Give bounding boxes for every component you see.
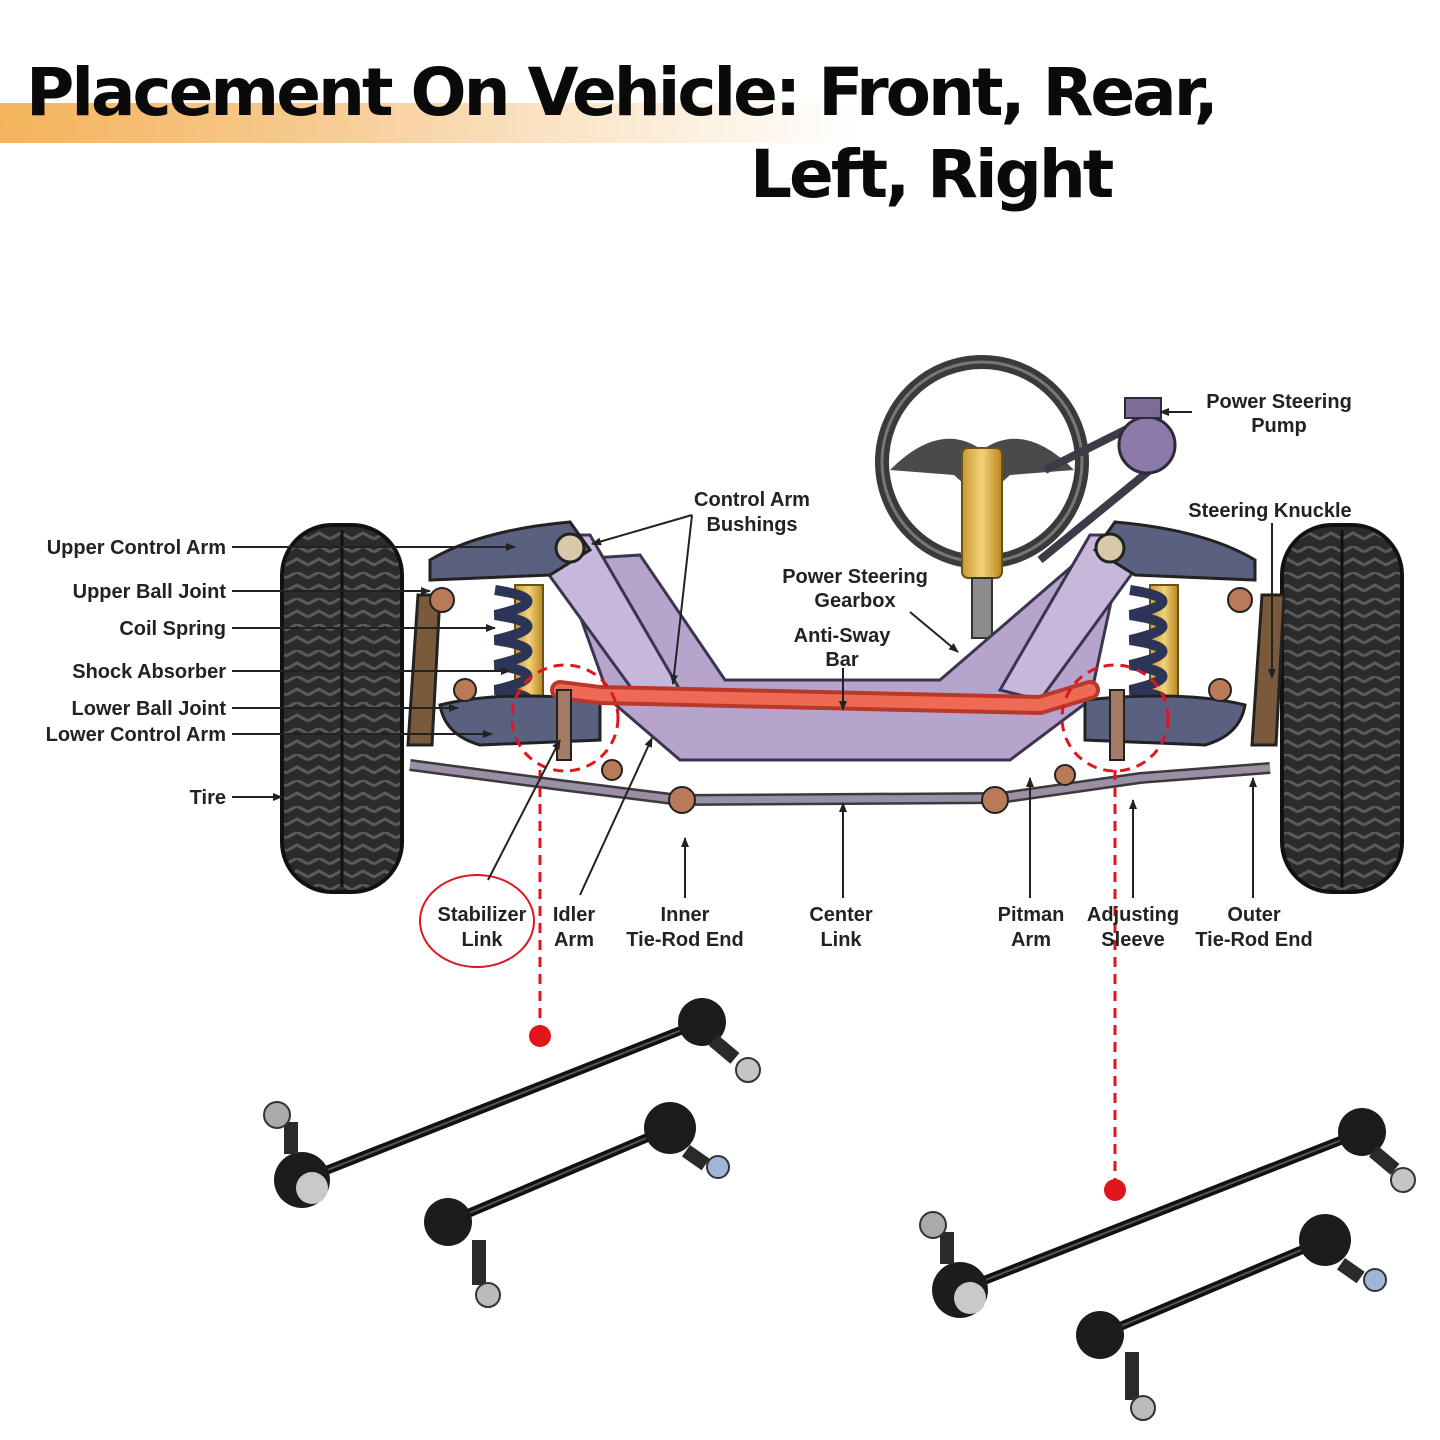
label-inner-tie-rod-end-2: Tie-Rod End (626, 929, 743, 951)
label-lower-control-arm: Lower Control Arm (46, 724, 226, 746)
label-idler-arm-1: Idler (553, 904, 595, 926)
right-marker-dot-icon (1104, 1179, 1126, 1201)
label-tire: Tire (190, 787, 226, 809)
label-steering-knuckle: Steering Knuckle (1188, 500, 1351, 522)
left-stabilizer-link-part (556, 689, 572, 761)
label-lower-ball-joint: Lower Ball Joint (72, 698, 227, 720)
left-highlight (510, 663, 620, 1047)
label-pitman-arm-1: Pitman (998, 904, 1065, 926)
label-shock-absorber: Shock Absorber (72, 661, 226, 683)
power-steering-pump-icon (1037, 397, 1177, 564)
label-idler-arm-2: Arm (554, 929, 594, 951)
stabilizer-link-icon-1 (263, 998, 761, 1208)
label-adjusting-sleeve-2: Sleeve (1101, 929, 1164, 951)
part-labels: Upper Control Arm Upper Ball Joint Coil … (46, 391, 1352, 951)
inner-tie-rod-joint (668, 786, 696, 814)
label-outer-tie-rod-end-1: Outer (1227, 904, 1281, 926)
left-lower-ball-joint (453, 678, 477, 702)
stabilizer-link-icon-2 (424, 1102, 730, 1308)
right-steering-knuckle (1250, 593, 1286, 747)
right-stabilizer-link-part (1109, 689, 1125, 761)
right-coil-spring-icon (1128, 584, 1179, 710)
label-stabilizer-link-1: Stabilizer (438, 904, 527, 926)
label-power-steering-pump-2: Pump (1251, 415, 1307, 437)
pitman-arm-joint (981, 786, 1009, 814)
left-coil-spring-icon (493, 584, 544, 710)
stabilizer-link-icon-4 (1076, 1214, 1387, 1421)
label-power-steering-pump-1: Power Steering (1206, 391, 1352, 413)
label-upper-ball-joint: Upper Ball Joint (73, 581, 227, 603)
adjusting-sleeve-joint (1054, 764, 1076, 786)
label-anti-sway-bar-1: Anti-Sway (794, 625, 892, 647)
label-upper-control-arm: Upper Control Arm (47, 537, 226, 559)
stabilizer-link-label-circle (419, 874, 535, 968)
stabilizer-link-icon-3 (919, 1108, 1416, 1318)
left-upper-ball-joint (429, 587, 455, 613)
title-line-2: Left, Right (750, 136, 1114, 213)
label-outer-tie-rod-end-2: Tie-Rod End (1195, 929, 1312, 951)
label-inner-tie-rod-end-1: Inner (661, 904, 710, 926)
page-title: Placement On Vehicle: Front, Rear, Left,… (26, 52, 1219, 216)
right-bushing (1094, 532, 1126, 564)
left-upper-control-arm (428, 520, 593, 582)
label-control-arm-bushings-2: Bushings (706, 514, 797, 536)
label-control-arm-bushings-1: Control Arm (694, 489, 810, 511)
right-highlight (1060, 663, 1170, 1201)
right-upper-ball-joint (1227, 587, 1253, 613)
label-anti-sway-bar-2: Bar (825, 649, 859, 671)
label-center-link-2: Link (820, 929, 862, 951)
left-marker-dot-icon (529, 1025, 551, 1047)
leader-lines (232, 408, 1276, 898)
title-accent-band (0, 103, 860, 143)
title-line-1: Placement On Vehicle: Front, Rear, (26, 54, 1219, 131)
idler-arm-joint (601, 759, 623, 781)
label-stabilizer-link-2: Link (461, 929, 503, 951)
label-adjusting-sleeve-1: Adjusting (1087, 904, 1179, 926)
label-pitman-arm-2: Arm (1011, 929, 1051, 951)
left-lower-control-arm (438, 694, 602, 747)
right-tire-icon (1280, 523, 1404, 894)
right-lower-ball-joint (1208, 678, 1232, 702)
label-center-link-1: Center (809, 904, 873, 926)
label-power-steering-gearbox-2: Gearbox (814, 590, 895, 612)
left-bushing (554, 532, 586, 564)
steering-wheel-icon (875, 355, 1089, 639)
label-coil-spring: Coil Spring (119, 618, 226, 640)
label-power-steering-gearbox-1: Power Steering (782, 566, 928, 588)
